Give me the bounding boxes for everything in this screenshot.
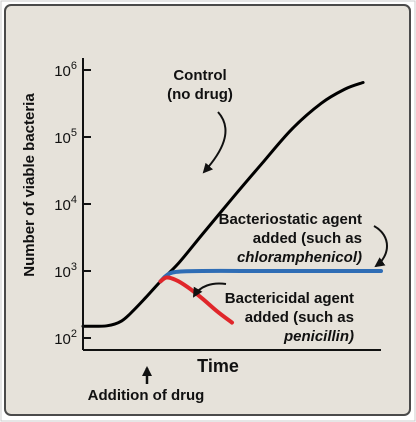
plot-area — [81, 81, 383, 328]
control-label-line-1: Control — [173, 67, 226, 84]
bacteriostatic-label-line-1: Bacteriostatic agent — [219, 211, 362, 228]
bactericidal-label-line-1: Bactericidal agent — [225, 290, 354, 307]
y-axis-label: Number of viable bacteria — [21, 93, 38, 277]
bactericidal-curve — [158, 275, 234, 325]
y-tick-label: 104 — [54, 194, 77, 214]
y-tick-label: 105 — [54, 127, 77, 147]
bacteriostatic-label-line-3: chloramphenicol) — [237, 249, 362, 266]
y-tick-label-base: 10 — [54, 264, 71, 281]
y-tick-label-exponent: 6 — [71, 60, 77, 72]
y-tick-label-exponent: 4 — [71, 194, 77, 206]
y-tick-label: 106 — [54, 60, 77, 80]
y-tick-label-exponent: 5 — [71, 127, 77, 139]
y-tick-label-base: 10 — [54, 197, 71, 214]
bactericidal-label-line-3: penicillin) — [283, 328, 354, 345]
y-tick-label-base: 10 — [54, 331, 71, 348]
bactericidal-label-line-2: added (such as — [245, 309, 354, 326]
bacteriostatic-label-line-2: added (such as — [253, 230, 362, 247]
control-label-line-2: (no drug) — [167, 86, 233, 103]
control-pointer-arrow — [202, 111, 227, 174]
control-curve — [81, 81, 365, 328]
bactericidal-pointer-arrow — [192, 282, 227, 298]
y-tick-label-exponent: 2 — [71, 328, 77, 340]
y-tick-label: 103 — [54, 261, 77, 281]
bacteriostatic-curve — [158, 268, 383, 284]
drug-addition-label: Addition of drug — [88, 387, 205, 404]
y-axis-ticks — [83, 69, 91, 339]
y-tick-label: 102 — [54, 328, 77, 348]
y-tick-label-exponent: 3 — [71, 261, 77, 273]
y-tick-label-base: 10 — [54, 130, 71, 147]
y-tick-label-base: 10 — [54, 63, 71, 80]
bacteriostatic-pointer-arrow — [373, 225, 388, 268]
x-axis-label: Time — [197, 356, 239, 376]
chart-panel — [4, 4, 411, 416]
